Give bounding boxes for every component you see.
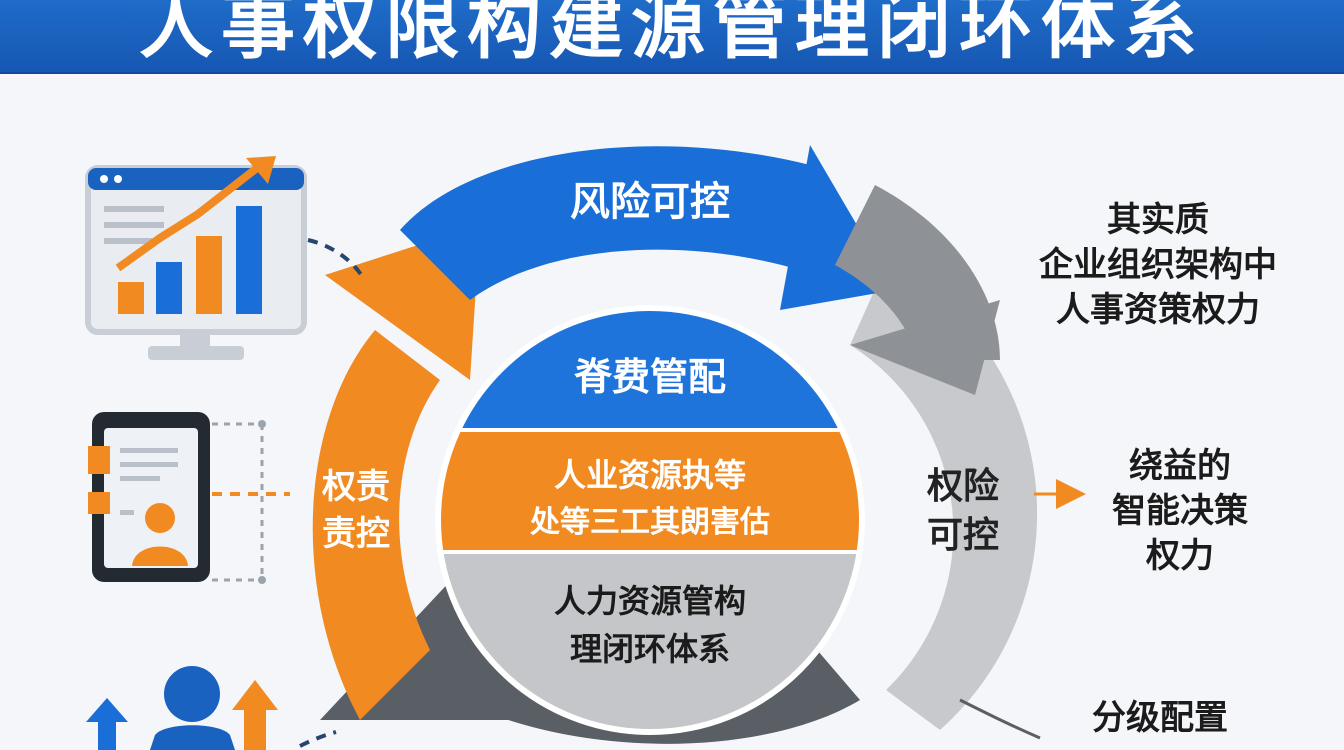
band-orange-label-1: 人业资源执等 [554,456,746,494]
top-arrow-label: 风险可控 [570,179,730,225]
note-tiered: 分级配置 [1092,698,1228,738]
right-arrow-label-2: 可控 [927,515,999,556]
right-arrow-label-1: 权险 [926,466,1000,507]
page-title: 人事权限构建源管理闭环体系 [139,0,1205,69]
monitor-chart-icon [85,156,307,360]
band-gray-label-2: 理闭环体系 [570,630,730,668]
band-blue-label: 脊费管配 [574,355,726,399]
band-orange-label-2: 处等三工其朗害估 [529,505,770,540]
left-arrow-label-2: 责控 [322,514,390,554]
ring-blue-arrow [400,146,810,300]
note-essence: 其实质 企业组织架构中 人事资策权力 [1008,198,1308,333]
band-orange [438,430,862,552]
note-essence-line-2: 企业组织架构中 [1039,244,1277,285]
note-essence-line-1: 其实质 [1107,200,1209,240]
note-decision: 绕益的 智能决策 权力 [1080,444,1280,579]
note-essence-line-3: 人事资策权力 [1056,289,1260,330]
ring-gray-arc [850,260,1038,730]
note-decision-line-3: 权力 [1146,535,1214,576]
left-arrow-label-1: 权责 [321,467,390,507]
person-arrows-icon [86,666,278,750]
ring-orange-arrow [312,330,440,720]
ring-gray-arrow-head [850,300,1000,395]
note-decision-line-1: 绕益的 [1129,446,1231,486]
title-banner: 人事权限构建源管理闭环体系 [0,0,1344,74]
note-decision-line-2: 智能决策 [1112,490,1248,531]
document-profile-icon [88,412,210,582]
band-gray-label-1: 人力资源管构 [554,582,746,620]
